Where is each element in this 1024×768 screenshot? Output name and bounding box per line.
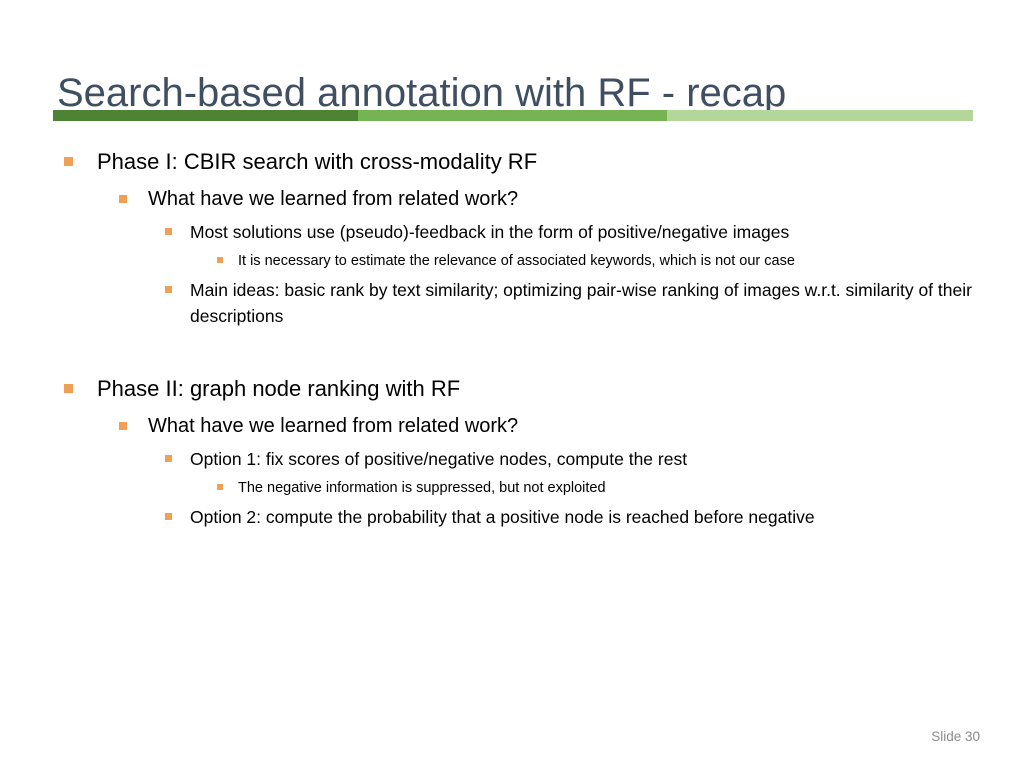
bullet-square-icon [165,455,172,462]
bullet-text: Phase II: graph node ranking with RF [97,376,461,401]
bullet-level3: Main ideas: basic rank by text similarit… [0,277,1024,329]
bullet-square-icon [64,384,73,393]
bullet-square-icon [119,422,127,430]
bullet-level1: Phase II: graph node ranking with RF [0,373,1024,405]
bullet-text: Phase I: CBIR search with cross-modality… [97,149,538,174]
page-title: Search-based annotation with RF - recap [57,70,787,115]
bullet-square-icon [165,513,172,520]
bullet-text: What have we learned from related work? [148,188,519,210]
accent-bar-segment-dark-green [53,110,359,121]
bullet-text: It is necessary to estimate the relevanc… [238,253,795,269]
bullet-square-icon [217,484,223,490]
bullet-level2: What have we learned from related work? [0,411,1024,441]
bullet-level3: Option 2: compute the probability that a… [0,504,1024,530]
title-accent-bar [53,110,973,121]
accent-bar-segment-mid-green [358,110,667,121]
bullet-level2: What have we learned from related work? [0,184,1024,214]
bullet-level4: The negative information is suppressed, … [0,476,1024,500]
section-spacer [0,333,1024,373]
bullet-text: Main ideas: basic rank by text similarit… [190,280,972,326]
slide-number: Slide 30 [931,729,980,744]
bullet-square-icon [119,195,127,203]
bullet-square-icon [64,157,73,166]
bullet-text: Most solutions use (pseudo)-feedback in … [190,222,790,242]
bullet-text: Option 1: fix scores of positive/negativ… [190,449,688,469]
bullet-level3: Most solutions use (pseudo)-feedback in … [0,219,1024,245]
bullet-level4: It is necessary to estimate the relevanc… [0,249,1024,273]
bullet-text: The negative information is suppressed, … [238,480,606,496]
accent-bar-segment-light-green [666,110,973,121]
bullet-square-icon [165,286,172,293]
bullet-text: What have we learned from related work? [148,415,519,437]
bullet-text: Option 2: compute the probability that a… [190,507,815,527]
bullet-square-icon [165,228,172,235]
bullet-level3: Option 1: fix scores of positive/negativ… [0,446,1024,472]
bullet-square-icon [217,257,223,263]
bullet-level1: Phase I: CBIR search with cross-modality… [0,146,1024,178]
slide-body-content: Phase I: CBIR search with cross-modality… [0,146,1024,534]
